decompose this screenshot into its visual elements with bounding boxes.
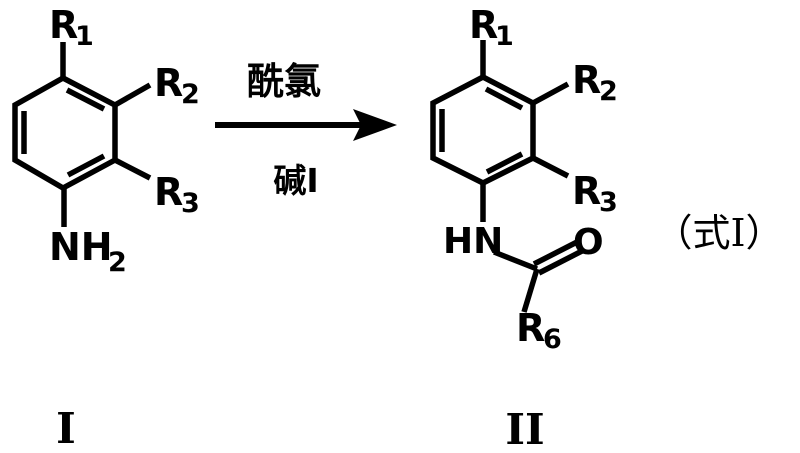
reaction-arrow-head bbox=[353, 109, 397, 141]
product-molecule: R 1 R 2 R 3 HN O R 6 II bbox=[430, 3, 618, 453]
double-bond-inner bbox=[484, 86, 524, 111]
reactant-r2-label: R bbox=[154, 61, 183, 105]
double-bond-inner bbox=[485, 151, 524, 175]
reaction-arrow-group: 酰氯 碱I bbox=[215, 60, 397, 200]
formula-annotation: （式Ⅰ） bbox=[654, 211, 783, 255]
reagent-below-arrow-text: 碱I bbox=[273, 161, 318, 200]
reactant-r3-subscript: 3 bbox=[181, 188, 200, 219]
bond-to-r3 bbox=[113, 157, 152, 181]
product-r6-subscript: 6 bbox=[543, 324, 562, 355]
bond-to-r3 bbox=[531, 155, 570, 179]
product-roman-numeral: II bbox=[505, 405, 544, 453]
bond-to-r2 bbox=[531, 81, 570, 106]
reactant-amine-subscript: 2 bbox=[108, 247, 127, 278]
reactant-r1-label: R bbox=[49, 3, 78, 47]
product-r3-subscript: 3 bbox=[599, 187, 618, 218]
product-r3-label: R bbox=[572, 169, 601, 213]
reactant-amine-label: NH bbox=[49, 225, 113, 269]
reactant-r1-subscript: 1 bbox=[75, 21, 94, 52]
bond-to-r2 bbox=[113, 82, 152, 108]
benzene-ring bbox=[12, 74, 118, 192]
product-r6-label: R bbox=[516, 306, 545, 350]
double-bond-inner bbox=[66, 153, 106, 178]
reactant-r3-label: R bbox=[154, 170, 183, 214]
reagent-above-arrow-text: 酰氯 bbox=[247, 60, 321, 103]
double-bond-inner bbox=[65, 87, 106, 112]
reactant-bonds bbox=[12, 42, 152, 227]
product-bonds bbox=[430, 40, 586, 313]
benzene-ring bbox=[430, 73, 536, 187]
reactant-roman-numeral: I bbox=[56, 404, 76, 453]
product-amide-nh-label: HN bbox=[443, 221, 503, 262]
product-r2-subscript: 2 bbox=[599, 76, 618, 107]
reactant-molecule: R 1 R 2 R 3 NH 2 I bbox=[12, 3, 200, 453]
product-r1-label: R bbox=[469, 3, 498, 47]
reactant-r2-subscript: 2 bbox=[181, 79, 200, 110]
product-carbonyl-oxygen-label: O bbox=[573, 222, 604, 263]
product-r1-subscript: 1 bbox=[495, 21, 514, 52]
carbonyl-double-bond bbox=[532, 238, 581, 267]
bond-nitrogen-to-carbonyl bbox=[492, 249, 539, 272]
bond-carbonyl-to-r6 bbox=[521, 268, 540, 313]
carbonyl-double-bond bbox=[537, 247, 586, 276]
product-r2-label: R bbox=[572, 58, 601, 102]
